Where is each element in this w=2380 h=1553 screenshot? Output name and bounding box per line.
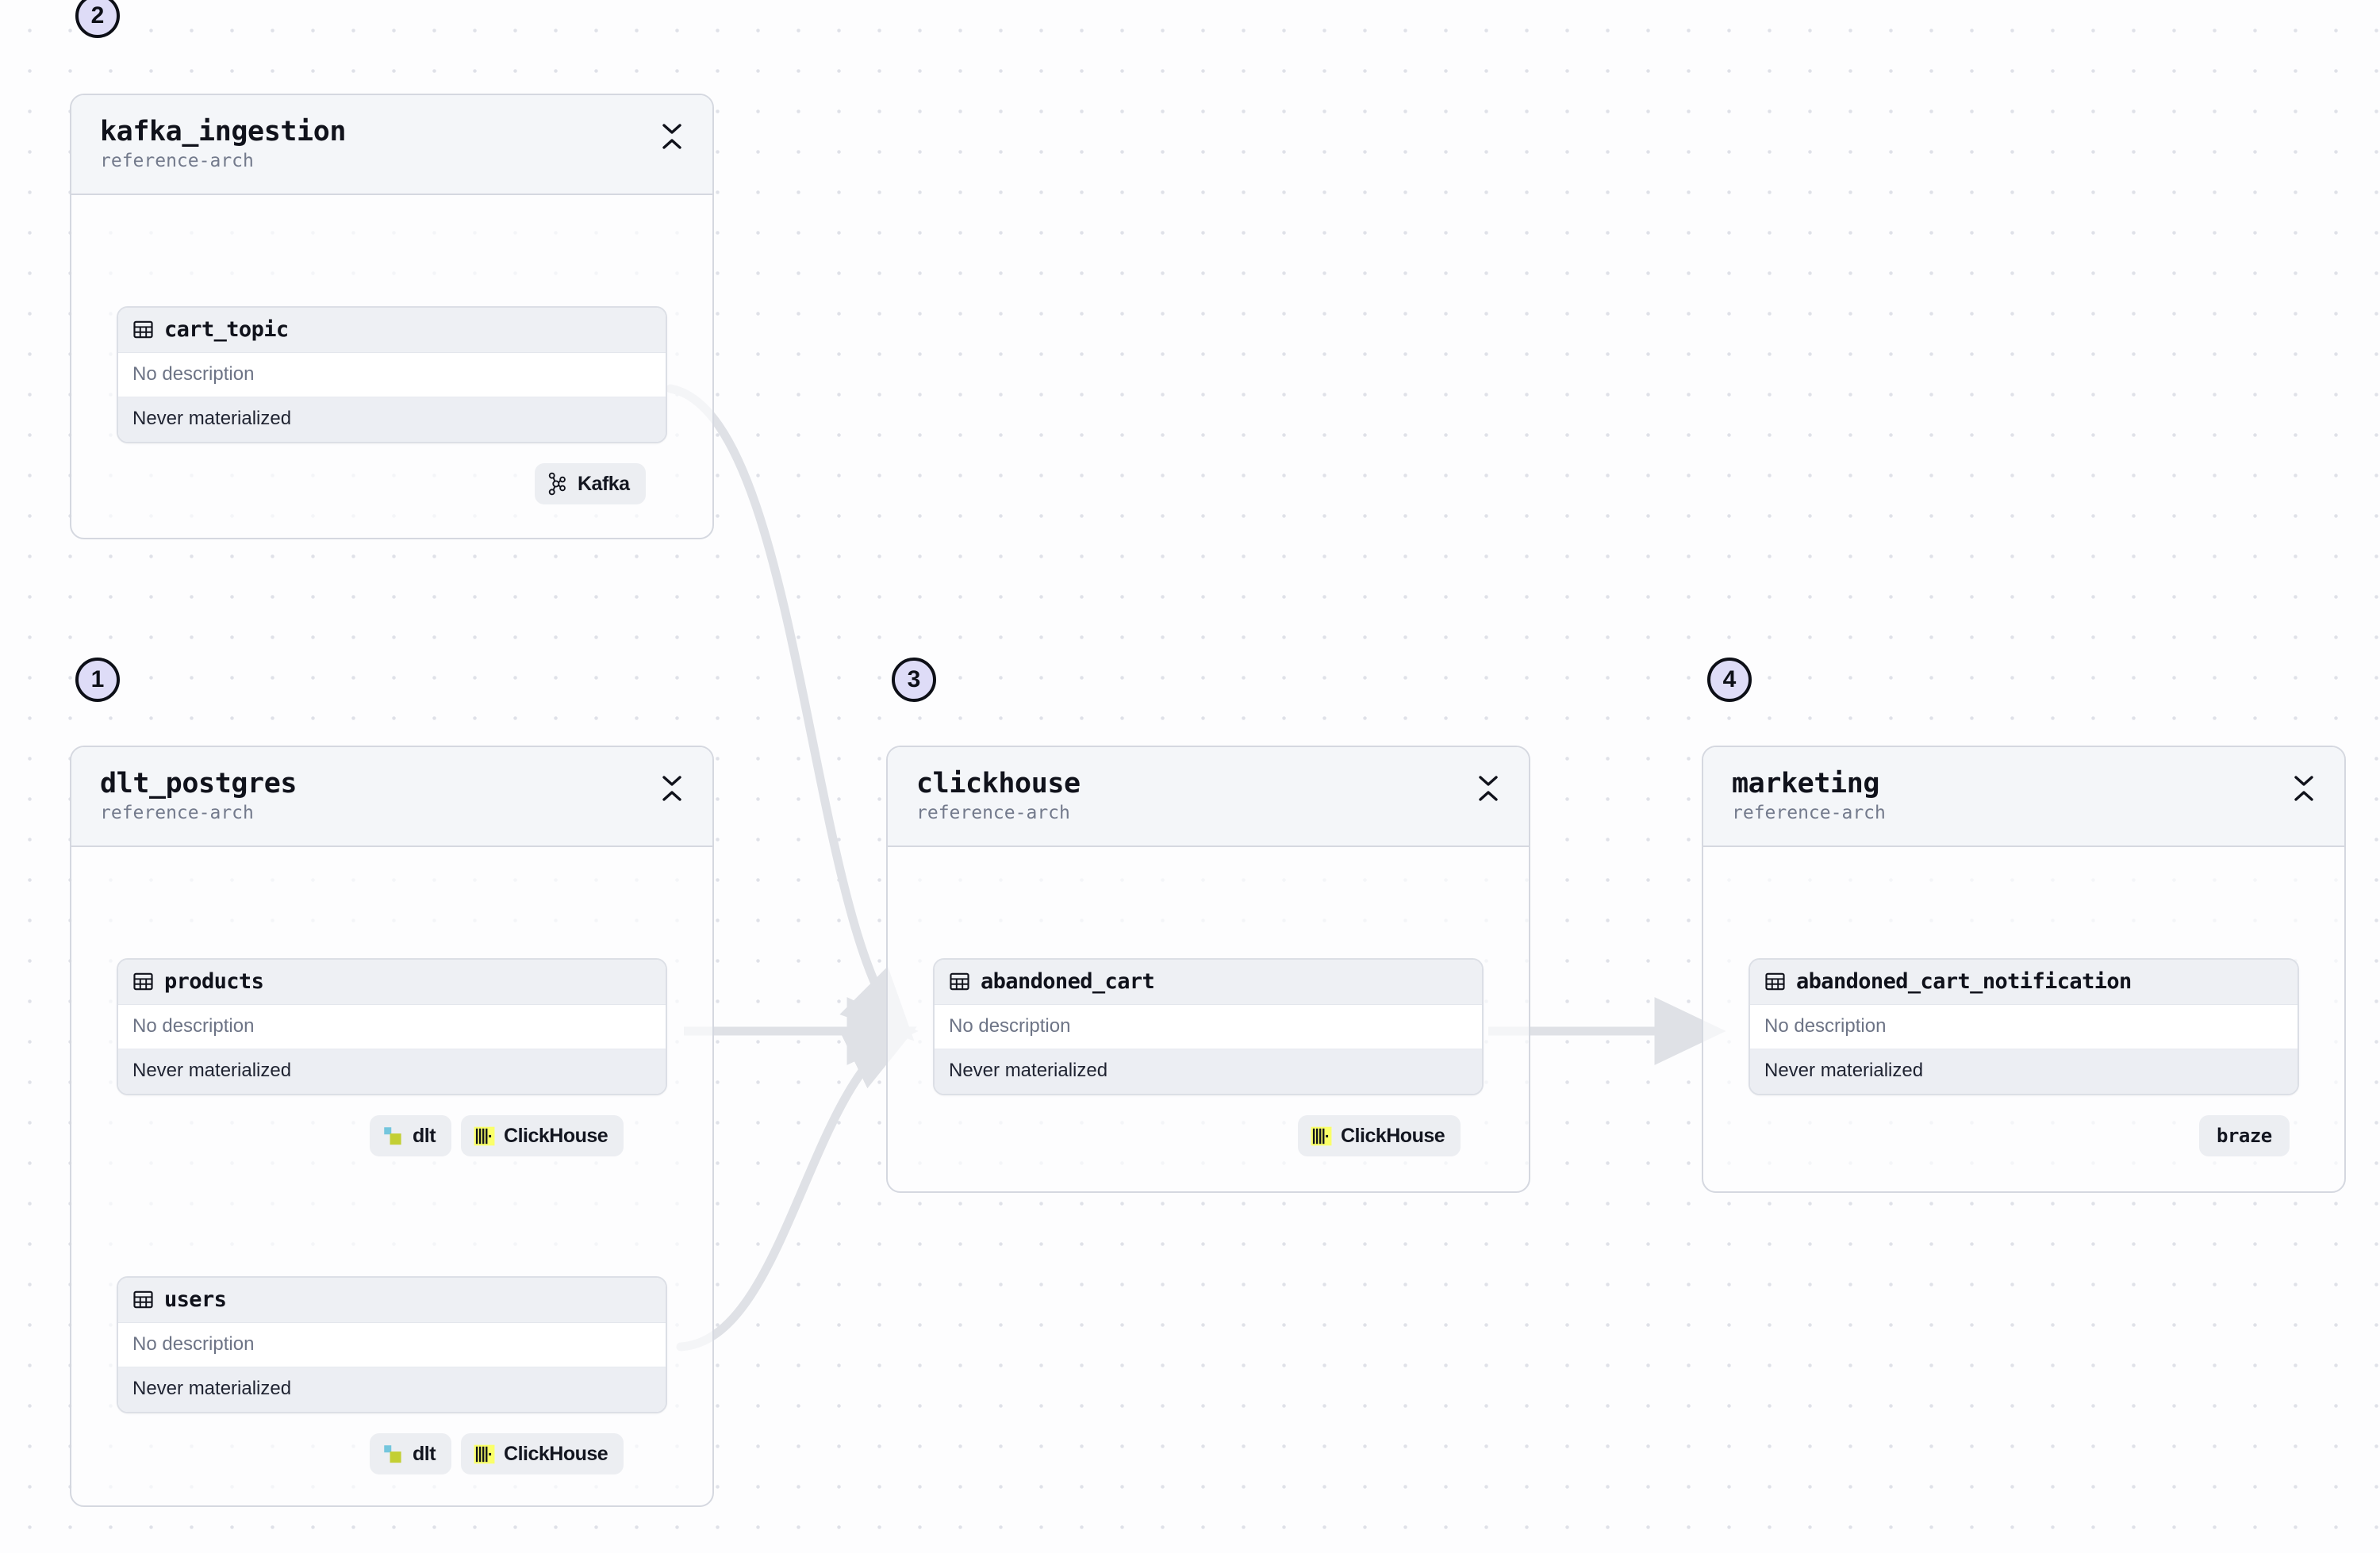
table-node-products[interactable]: products No description Never materializ… (117, 958, 667, 1095)
table-node-materialization: Never materialized (935, 1049, 1482, 1094)
table-node-materialization: Never materialized (1750, 1049, 2297, 1094)
group-title: dlt_postgres (100, 768, 298, 800)
kafka-icon (547, 472, 569, 496)
step-badge-2[interactable]: 2 (75, 0, 120, 38)
group-header[interactable]: kafka_ingestion reference-arch (71, 95, 712, 195)
dlt-icon (382, 1444, 404, 1465)
tech-badge-label: Kafka (578, 472, 630, 495)
table-node-abandoned-cart-notification[interactable]: abandoned_cart_notification No descripti… (1749, 958, 2299, 1095)
table-icon (1764, 971, 1786, 992)
table-node-header: cart_topic (118, 308, 666, 353)
table-node-materialization: Never materialized (118, 1049, 666, 1094)
table-node-title: abandoned_cart_notification (1796, 969, 2132, 994)
table-node-users[interactable]: users No description Never materialized (117, 1276, 667, 1413)
chevron-collapse-icon[interactable] (1475, 773, 1502, 804)
clickhouse-icon (474, 1444, 495, 1465)
tech-badge-label: dlt (413, 1124, 436, 1147)
badge-row-abandoned-cart: ClickHouse (1298, 1115, 1461, 1156)
table-node-header: abandoned_cart_notification (1750, 960, 2297, 1005)
table-node-description: No description (118, 1005, 666, 1049)
table-node-description: No description (118, 1323, 666, 1367)
clickhouse-icon (474, 1125, 495, 1147)
tech-badge-dlt[interactable]: dlt (370, 1115, 452, 1156)
step-badge-1[interactable]: 1 (75, 658, 120, 702)
table-icon (132, 319, 154, 340)
table-node-materialization: Never materialized (118, 1367, 666, 1412)
table-node-description: No description (935, 1005, 1482, 1049)
group-title: kafka_ingestion (100, 116, 347, 148)
tech-badge-clickhouse[interactable]: ClickHouse (461, 1433, 624, 1474)
edge-users-abandoned_cart (676, 1026, 917, 1352)
tech-badge-braze[interactable]: braze (2199, 1115, 2290, 1156)
table-node-cart-topic[interactable]: cart_topic No description Never material… (117, 306, 667, 443)
dlt-icon (382, 1125, 404, 1147)
chevron-collapse-icon[interactable] (658, 773, 685, 804)
tech-badge-label: ClickHouse (1341, 1124, 1445, 1147)
badge-row-users: dlt ClickHouse (370, 1433, 624, 1474)
badge-row-products: dlt ClickHouse (370, 1115, 624, 1156)
table-node-header: users (118, 1278, 666, 1323)
badge-row-abandoned-cart-notification: braze (2199, 1115, 2290, 1156)
tech-badge-label: dlt (413, 1442, 436, 1465)
table-icon (132, 1289, 154, 1310)
tech-badge-dlt[interactable]: dlt (370, 1433, 452, 1474)
tech-badge-clickhouse[interactable]: ClickHouse (461, 1115, 624, 1156)
chevron-collapse-icon[interactable] (2290, 773, 2317, 804)
clickhouse-icon (1311, 1125, 1332, 1147)
tech-badge-clickhouse[interactable]: ClickHouse (1298, 1115, 1461, 1156)
badge-row-cart-topic: Kafka (535, 463, 646, 504)
table-node-title: products (164, 969, 264, 994)
table-node-materialization: Never materialized (118, 397, 666, 442)
group-subtitle: reference-arch (100, 151, 254, 172)
table-node-title: abandoned_cart (981, 969, 1155, 994)
table-node-description: No description (1750, 1005, 2297, 1049)
group-subtitle: reference-arch (100, 803, 254, 824)
tech-badge-kafka[interactable]: Kafka (535, 463, 646, 504)
table-node-description: No description (118, 353, 666, 397)
table-node-title: users (164, 1287, 227, 1312)
table-icon (132, 971, 154, 992)
chevron-collapse-icon[interactable] (658, 121, 685, 152)
tech-badge-label: ClickHouse (504, 1124, 608, 1147)
step-badge-4[interactable]: 4 (1707, 658, 1752, 702)
group-subtitle: reference-arch (916, 803, 1070, 824)
table-node-header: products (118, 960, 666, 1005)
table-node-title: cart_topic (164, 317, 289, 342)
group-header[interactable]: dlt_postgres reference-arch (71, 747, 712, 847)
group-subtitle: reference-arch (1732, 803, 1886, 824)
group-header[interactable]: marketing reference-arch (1703, 747, 2344, 847)
step-badge-3[interactable]: 3 (892, 658, 936, 702)
tech-badge-label: ClickHouse (504, 1442, 608, 1465)
group-title: clickhouse (916, 768, 1081, 800)
braze-wordmark: braze (2217, 1125, 2272, 1147)
table-node-header: abandoned_cart (935, 960, 1482, 1005)
group-header[interactable]: clickhouse reference-arch (888, 747, 1529, 847)
table-icon (949, 971, 970, 992)
group-title: marketing (1732, 768, 1880, 800)
table-node-abandoned-cart[interactable]: abandoned_cart No description Never mate… (933, 958, 1484, 1095)
